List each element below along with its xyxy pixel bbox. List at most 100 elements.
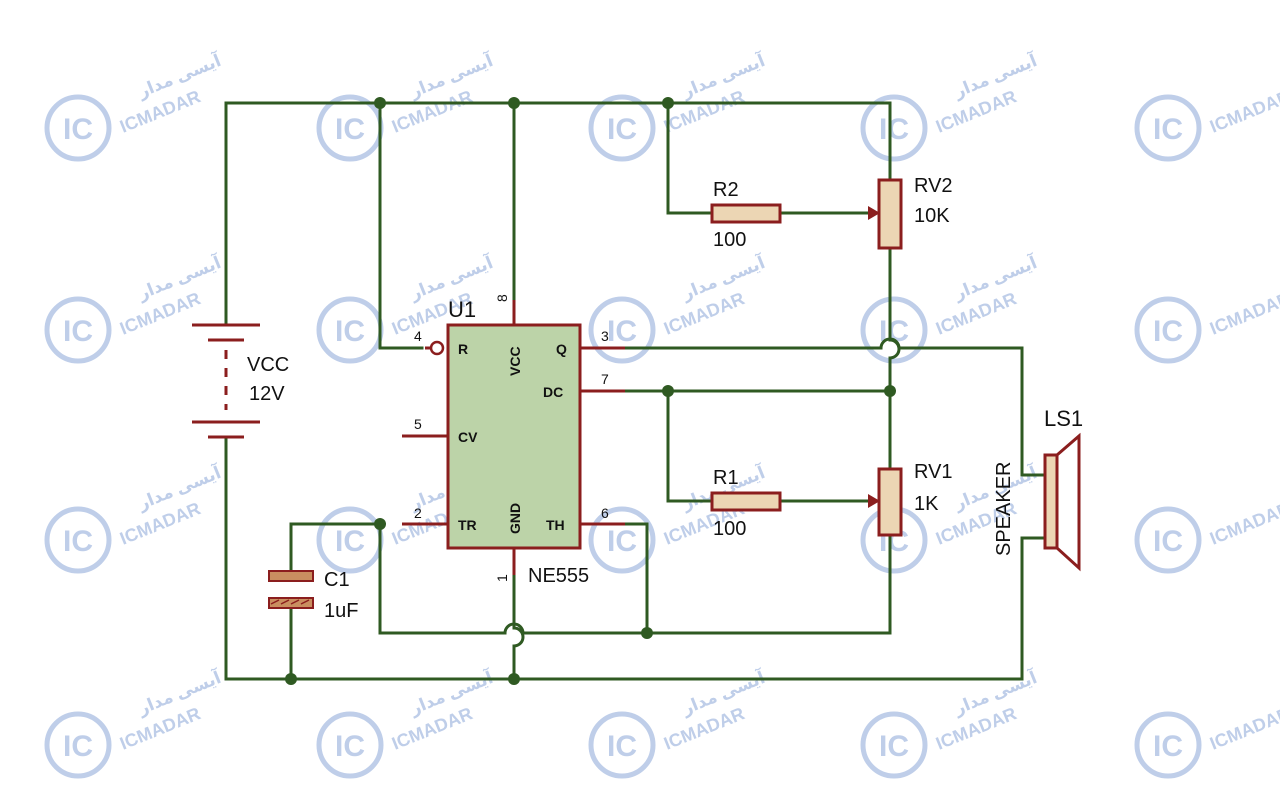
watermark-logo-r3c3: IC ICMADAR آیسی مدار <box>588 461 769 574</box>
junctions <box>285 97 896 685</box>
watermark-logo-text: IC <box>63 525 93 558</box>
pin-number-6: 6 <box>601 505 609 521</box>
potentiometer-rv2[interactable]: RV2 10K <box>868 175 953 250</box>
pin-number-5: 5 <box>414 416 422 432</box>
junction-dot <box>285 673 297 685</box>
watermark-logo-r4c5: IC ICMADAR <box>1134 703 1280 779</box>
watermark-logo-text: IC <box>1153 730 1183 763</box>
watermark-logo-r4c2: IC ICMADAR آیسی مدار <box>316 666 497 779</box>
watermark-logo-text: IC <box>879 730 909 763</box>
capacitor-plate-bottom <box>268 597 314 609</box>
wires <box>224 101 1047 681</box>
watermark-logo-text: IC <box>607 525 637 558</box>
watermark-logo-text: IC <box>335 113 365 146</box>
watermark-logo-r3c5: IC ICMADAR <box>1134 498 1280 574</box>
wire-trigger-cap <box>289 522 382 572</box>
pin-label-q: Q <box>556 341 567 357</box>
potentiometer-rv1[interactable]: RV1 1K <box>868 461 953 537</box>
watermark-logo-r1c5: IC ICMADAR <box>1134 86 1280 162</box>
watermark-logo-r4c3: IC ICMADAR آیسی مدار <box>588 666 769 779</box>
junction-dot <box>662 97 674 109</box>
watermark-logo-r1c1: IC ICMADAR آیسی مدار <box>44 49 225 162</box>
watermark-logo-text: IC <box>63 730 93 763</box>
resistor-body <box>710 491 782 512</box>
reset-inversion-bubble <box>429 340 445 356</box>
wire-reset <box>378 101 424 350</box>
ic-body <box>446 323 582 550</box>
pin-label-dc: DC <box>543 384 563 400</box>
resistor-value: 100 <box>713 518 746 540</box>
wire-output-q <box>623 337 1047 477</box>
wire-r2-branch <box>666 101 714 215</box>
capacitor-c1: C1 1uF <box>268 569 358 622</box>
watermark-logo-r2c1: IC ICMADAR آیسی مدار <box>44 251 225 364</box>
junction-dot <box>374 97 386 109</box>
resistor-ref: R2 <box>713 179 739 201</box>
wire-rv1-bottom <box>645 533 892 635</box>
watermark-logo-r4c4: IC ICMADAR آیسی مدار <box>860 666 1041 779</box>
wire-threshold-rail <box>378 522 649 635</box>
speaker-value: SPEAKER <box>993 462 1015 556</box>
watermark-logo-text: IC <box>1153 113 1183 146</box>
watermark-logo-text: IC <box>1153 315 1183 348</box>
watermark-logo-text: IC <box>607 730 637 763</box>
junction-dot <box>508 673 520 685</box>
wire-bottom-rail <box>224 536 1047 681</box>
speaker-ls1[interactable]: LS1 SPEAKER <box>993 406 1083 572</box>
pin-label-vcc: VCC <box>507 346 523 376</box>
watermark-logo-r3c1: IC ICMADAR آیسی مدار <box>44 461 225 574</box>
wire-th-pin6 <box>623 522 649 635</box>
battery-ref: VCC <box>247 354 289 376</box>
watermark-logo-r4c1: IC ICMADAR آیسی مدار <box>44 666 225 779</box>
wire-r1-branch <box>666 389 714 503</box>
junction-dot <box>641 627 653 639</box>
ic-ref: U1 <box>448 297 476 322</box>
speaker-ref: LS1 <box>1044 406 1083 431</box>
pin-number-2: 2 <box>414 505 422 521</box>
capacitor-value: 1uF <box>324 600 358 622</box>
potentiometer-body <box>877 178 903 250</box>
resistor-ref: R1 <box>713 467 739 489</box>
pin-label-gnd: GND <box>507 503 523 534</box>
wire-top-rail <box>224 101 892 182</box>
watermark-logo-text: IC <box>63 113 93 146</box>
speaker-magnet <box>1043 453 1059 550</box>
resistor-value: 100 <box>713 229 746 251</box>
pin-label-th: TH <box>546 517 565 533</box>
pin-label-tr: TR <box>458 517 477 533</box>
watermark-logo-text: IC <box>335 315 365 348</box>
watermark-brand: ICMADAR <box>1207 703 1280 753</box>
pin-label-r: R <box>458 341 468 357</box>
junction-dot <box>884 385 896 397</box>
battery-vcc: VCC 12V <box>192 323 289 439</box>
watermark-logo-text: IC <box>335 730 365 763</box>
watermark-logo-r2c5: IC ICMADAR <box>1134 288 1280 364</box>
resistor-body <box>710 203 782 224</box>
watermark-brand: ICMADAR <box>1207 86 1280 136</box>
watermark-logo-text: IC <box>63 315 93 348</box>
watermark-brand: ICMADAR <box>1207 498 1280 548</box>
pin-label-cv: CV <box>458 429 478 445</box>
resistor-r1[interactable]: R1 100 <box>710 467 782 540</box>
capacitor-plate-top <box>268 570 314 582</box>
pin-number-8: 8 <box>494 294 510 302</box>
potentiometer-value: 1K <box>914 493 939 515</box>
junction-dot <box>374 518 386 530</box>
watermark-logo-text: IC <box>335 525 365 558</box>
junction-dot <box>508 97 520 109</box>
ic-part: NE555 <box>528 565 589 587</box>
watermark-logo-text: IC <box>607 315 637 348</box>
ic-u1-ne555[interactable]: R CV TR Q DC TH VCC GND 4 5 2 3 7 6 8 1 … <box>402 294 625 587</box>
watermark-logo-r2c3: IC ICMADAR آیسی مدار <box>588 251 769 364</box>
potentiometer-body <box>877 467 903 537</box>
capacitor-ref: C1 <box>324 569 350 591</box>
pin-number-7: 7 <box>601 371 609 387</box>
wire-gnd-pin1 <box>512 546 525 681</box>
junction-dot <box>662 385 674 397</box>
resistor-r2[interactable]: R2 100 <box>710 179 782 251</box>
speaker-cone <box>1055 432 1081 572</box>
watermark-logo-text: IC <box>607 113 637 146</box>
watermark-layer: IC ICMADAR آیسی مدار IC ICMADAR آیسی مدا… <box>44 49 1280 779</box>
